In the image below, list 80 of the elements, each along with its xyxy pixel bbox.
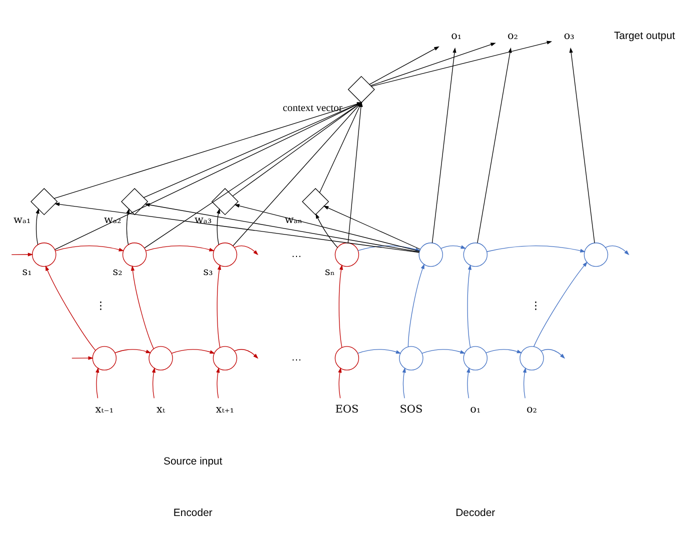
label: ⋮ bbox=[530, 300, 541, 312]
arrow bbox=[486, 246, 586, 252]
arrow bbox=[540, 349, 566, 359]
arrow bbox=[11, 252, 34, 256]
node-circle bbox=[334, 346, 360, 370]
arrow bbox=[432, 48, 456, 244]
node-circle bbox=[148, 346, 173, 370]
arrow bbox=[569, 48, 595, 244]
arrow bbox=[45, 266, 96, 351]
node-circle bbox=[463, 242, 488, 267]
arrow bbox=[370, 42, 496, 86]
node-circle bbox=[92, 346, 117, 370]
arrow bbox=[54, 202, 420, 253]
node-text: o₂ bbox=[508, 30, 518, 42]
arrow bbox=[96, 367, 100, 398]
node-text: o₂ bbox=[526, 404, 538, 416]
node-text: xₜ₋₁ bbox=[95, 404, 114, 416]
arrow bbox=[216, 264, 222, 348]
node-label: wₐ₃ bbox=[194, 214, 212, 226]
node-circle bbox=[520, 346, 544, 370]
arrow bbox=[152, 367, 156, 398]
arrow bbox=[371, 40, 552, 87]
node-circle bbox=[122, 242, 147, 267]
arrow bbox=[440, 245, 466, 249]
node-text: xₜ bbox=[156, 404, 166, 416]
arrow bbox=[234, 349, 258, 359]
arrow bbox=[402, 367, 406, 398]
node-text: o₁ bbox=[451, 30, 462, 42]
node-circle bbox=[334, 242, 360, 267]
arrow bbox=[323, 206, 421, 250]
arrow bbox=[72, 356, 94, 360]
arrow bbox=[467, 264, 472, 348]
arrow bbox=[234, 246, 258, 256]
node-text: o₃ bbox=[564, 30, 574, 42]
node-text: EOS bbox=[335, 404, 359, 416]
arrow bbox=[522, 367, 526, 398]
node-circle bbox=[32, 242, 56, 267]
node-label: wₐ₁ bbox=[14, 214, 31, 226]
node-label: sₙ bbox=[324, 266, 335, 278]
arrow bbox=[486, 349, 522, 354]
node-diamond bbox=[348, 76, 375, 104]
arrow bbox=[477, 48, 512, 244]
node-text: o₁ bbox=[470, 404, 481, 416]
arrow bbox=[533, 262, 588, 347]
arrow bbox=[114, 349, 152, 354]
arrow bbox=[216, 367, 220, 398]
node-text: SOS bbox=[400, 404, 423, 416]
arrow bbox=[216, 208, 220, 245]
label: … bbox=[291, 249, 302, 260]
arrow bbox=[36, 208, 40, 245]
label: ⋮ bbox=[95, 300, 106, 312]
node-circle bbox=[212, 346, 238, 370]
arrow bbox=[369, 46, 440, 85]
arrow bbox=[130, 265, 154, 350]
arrow bbox=[338, 264, 344, 348]
arrow bbox=[408, 264, 424, 348]
node-circle bbox=[399, 346, 424, 370]
arrow bbox=[605, 246, 630, 256]
node-label: s₂ bbox=[112, 266, 122, 278]
node-circle bbox=[418, 242, 443, 267]
label: Decoder bbox=[456, 508, 496, 520]
node-label: s₃ bbox=[203, 266, 213, 278]
node-label: context vector bbox=[282, 103, 342, 114]
node-label: s₁ bbox=[22, 266, 32, 278]
arrow bbox=[146, 246, 215, 252]
arrow bbox=[422, 349, 466, 354]
node-circle bbox=[463, 346, 488, 370]
node-circle bbox=[212, 242, 238, 267]
label: … bbox=[291, 352, 302, 364]
label: Encoder bbox=[173, 508, 212, 520]
arrow bbox=[357, 349, 402, 354]
arrow bbox=[55, 246, 124, 252]
arrow bbox=[466, 367, 470, 398]
arrow bbox=[338, 367, 342, 398]
node-text: xₜ₊₁ bbox=[216, 404, 234, 416]
arrow bbox=[316, 213, 338, 248]
label: Source input bbox=[164, 456, 222, 468]
arrow bbox=[126, 208, 130, 245]
arrow bbox=[171, 349, 216, 354]
label: Target output bbox=[614, 30, 676, 42]
